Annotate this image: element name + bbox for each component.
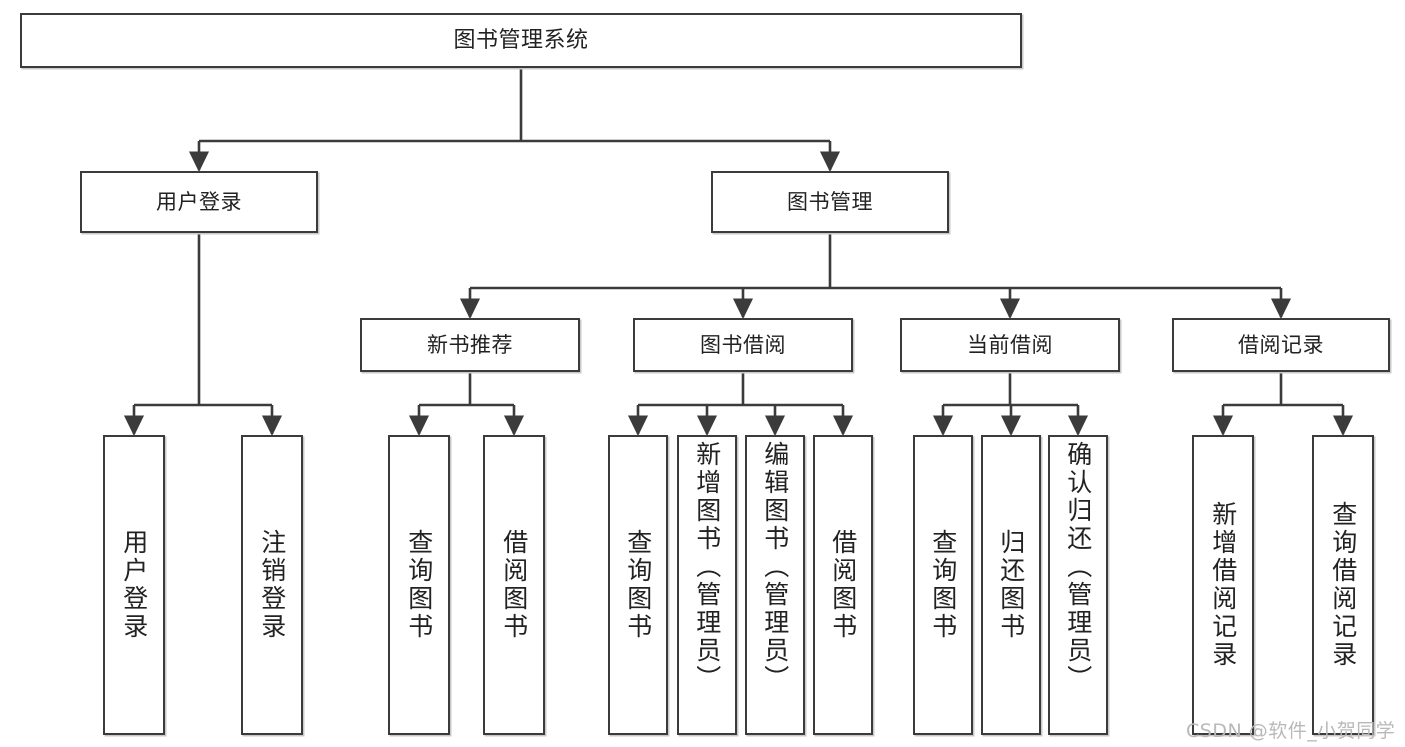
node-label: 借阅图书: [828, 529, 858, 641]
node-b2[interactable]: 新增图书（管理员）: [677, 435, 737, 735]
node-label: 归还图书: [996, 529, 1026, 641]
node-label: 当前借阅: [967, 332, 1053, 357]
node-c2[interactable]: 归还图书: [981, 435, 1041, 735]
node-label: 用户登录: [156, 189, 242, 214]
node-label: 查询图书: [404, 529, 434, 641]
node-label: 图书借阅: [700, 332, 786, 357]
node-c1[interactable]: 查询图书: [913, 435, 973, 735]
node-current[interactable]: 当前借阅: [900, 318, 1120, 372]
node-l2[interactable]: 注销登录: [241, 435, 303, 735]
csdn-watermark: CSDN @软件_小贺同学: [1186, 720, 1396, 742]
node-label: 新增借阅记录: [1208, 501, 1238, 669]
node-n1[interactable]: 查询图书: [388, 435, 450, 735]
node-login[interactable]: 用户登录: [80, 171, 318, 233]
node-records[interactable]: 借阅记录: [1172, 318, 1390, 372]
node-root[interactable]: 图书管理系统: [20, 13, 1022, 68]
node-label: 注销登录: [257, 529, 287, 641]
node-label: 确认归还（管理员）: [1063, 441, 1093, 693]
node-label: 新增图书（管理员）: [692, 441, 722, 693]
node-r2[interactable]: 查询借阅记录: [1312, 435, 1374, 735]
node-label: 新书推荐: [427, 332, 513, 357]
node-b1[interactable]: 查询图书: [608, 435, 668, 735]
node-label: 编辑图书（管理员）: [760, 441, 790, 693]
node-label: 图书管理: [787, 189, 873, 214]
node-label: 图书管理系统: [453, 27, 589, 53]
node-label: 借阅图书: [499, 529, 529, 641]
node-label: 借阅记录: [1238, 332, 1324, 357]
node-label: 查询图书: [623, 529, 653, 641]
node-label: 用户登录: [119, 529, 149, 641]
node-c3[interactable]: 确认归还（管理员）: [1048, 435, 1108, 735]
node-label: 查询图书: [928, 529, 958, 641]
node-r1[interactable]: 新增借阅记录: [1192, 435, 1254, 735]
node-b4[interactable]: 借阅图书: [813, 435, 873, 735]
node-label: 查询借阅记录: [1328, 501, 1358, 669]
node-borrow[interactable]: 图书借阅: [633, 318, 853, 372]
node-bookmgmt[interactable]: 图书管理: [711, 171, 949, 233]
node-b3[interactable]: 编辑图书（管理员）: [745, 435, 805, 735]
node-newbook[interactable]: 新书推荐: [360, 318, 580, 372]
node-n2[interactable]: 借阅图书: [483, 435, 545, 735]
node-l1[interactable]: 用户登录: [103, 435, 165, 735]
